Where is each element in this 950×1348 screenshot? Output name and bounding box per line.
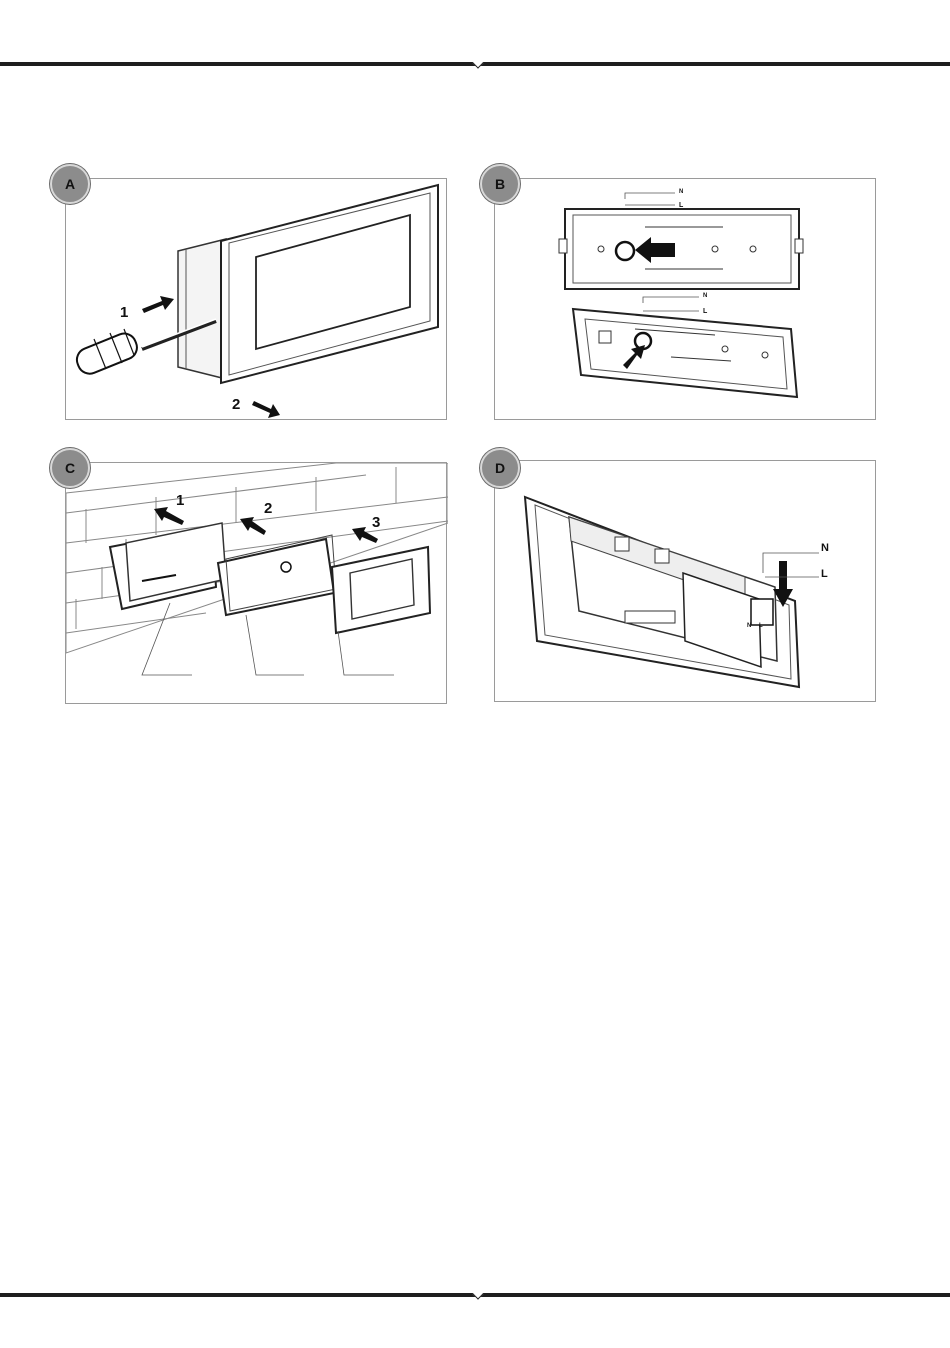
figure-a-illustration: 1 2 [66,179,448,421]
bottom-rule [0,1293,950,1297]
figure-c-illustration: 1 2 3 [66,463,448,705]
figure-d-badge: D [480,448,520,488]
figure-c-badge: C [50,448,90,488]
top-rule [0,62,950,66]
figure-b-badge: B [480,164,520,204]
callout-b-l-top: L [679,202,684,209]
figure-a-panel: 1 2 [65,178,447,420]
figure-b-panel: N L N L [494,178,876,420]
callout-b-l-bottom: L [703,308,708,315]
callout-d-l-main: L [821,568,828,580]
figure-b-illustration: N L N L [495,179,877,421]
callout-d-n-main: N [821,542,829,554]
figure-a-badge: A [50,164,90,204]
figure-d-illustration: N L N L [495,461,877,703]
callout-c-1: 1 [176,492,184,509]
figure-c-panel: 1 2 3 [65,462,447,704]
figure-d-panel: N L N L [494,460,876,702]
callout-d-n-terminal: N [747,623,751,629]
callout-a-1: 1 [120,304,128,321]
callout-b-n-bottom: N [703,293,707,299]
callout-a-2: 2 [232,396,240,413]
callout-b-n-top: N [679,189,683,195]
callout-c-2: 2 [264,500,272,517]
callout-c-3: 3 [372,514,380,531]
callout-d-l-terminal: L [759,623,763,629]
